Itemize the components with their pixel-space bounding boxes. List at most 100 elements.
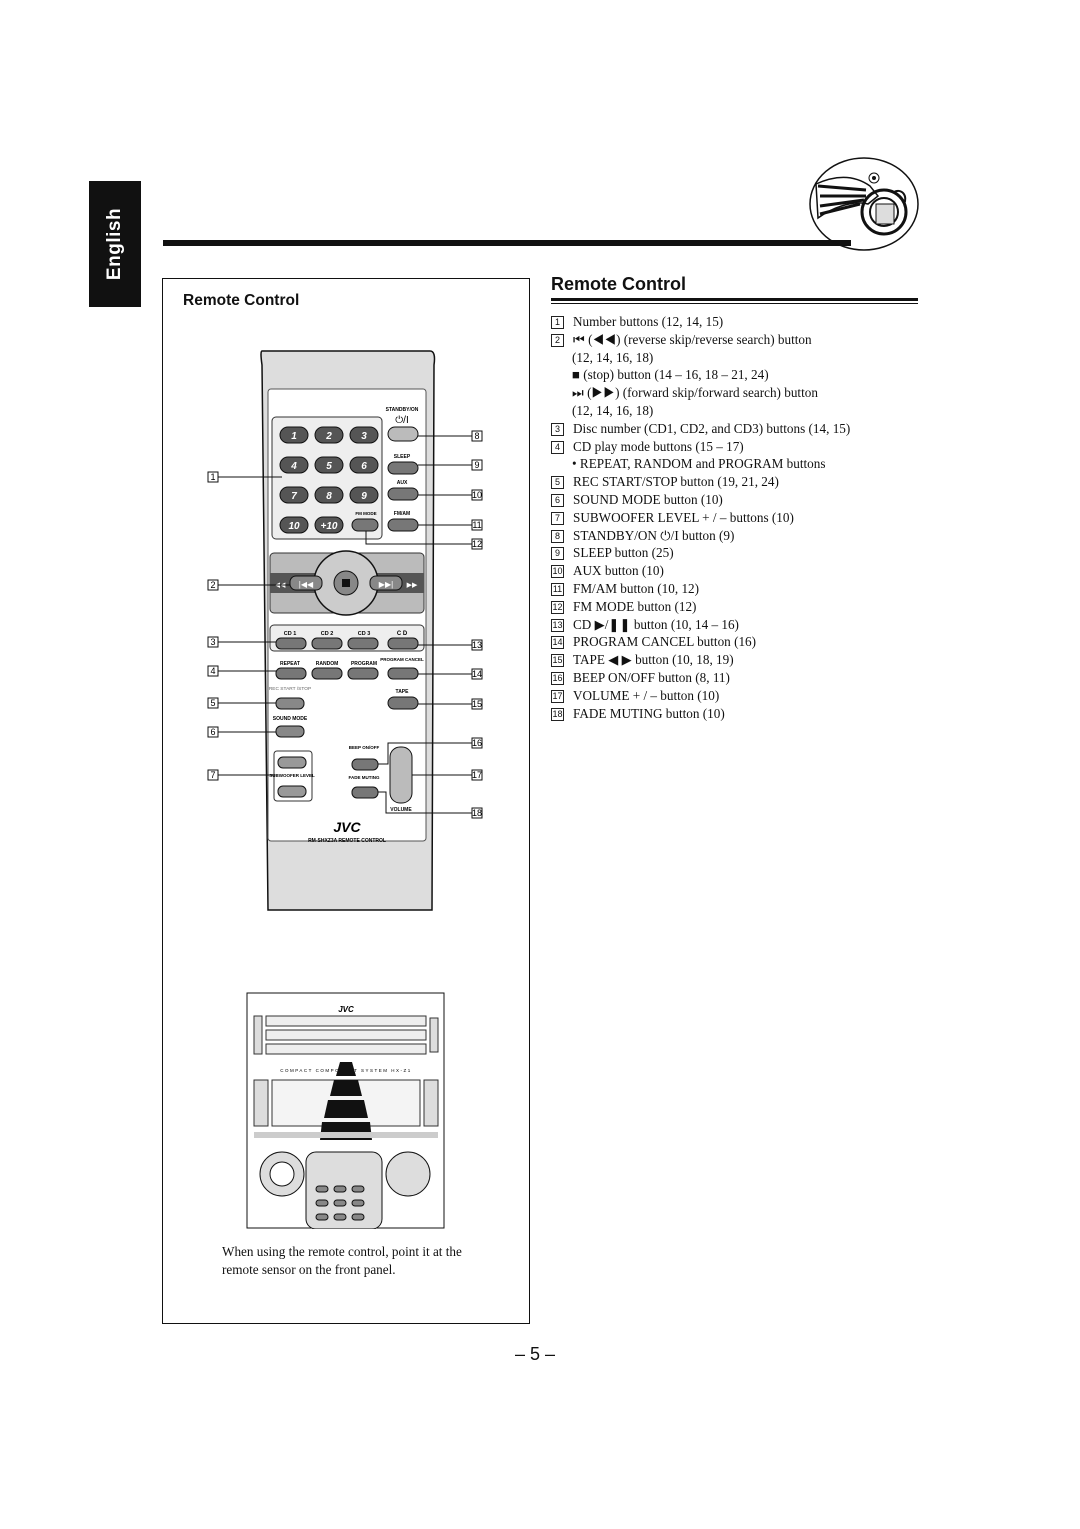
page-number: – 5 – <box>515 1344 556 1364</box>
item-text: CD play mode buttons (15 – 17) <box>573 438 744 454</box>
sound-mode-button[interactable] <box>275 725 305 738</box>
random-label: RANDOM <box>316 661 339 667</box>
item-text: • REPEAT, RANDOM and PROGRAM buttons <box>572 456 826 472</box>
item-text: Number buttons (12, 14, 15) <box>573 314 724 329</box>
standby-button[interactable] <box>387 426 419 442</box>
number-keys[interactable] <box>279 426 379 534</box>
callout-13: 13 <box>472 640 482 650</box>
tape-label: TAPE <box>396 689 410 695</box>
item-number: 1 <box>551 316 564 329</box>
callout-3: 3 <box>210 637 215 647</box>
item-text: (12, 14, 16, 18) <box>572 402 654 418</box>
item-number: 4 <box>551 440 564 454</box>
item-number: 9 <box>551 547 564 561</box>
beep-button[interactable] <box>351 758 379 771</box>
rec-button[interactable] <box>275 697 305 710</box>
fade-muting-button[interactable] <box>351 786 379 799</box>
cd-play-button[interactable] <box>387 637 419 650</box>
random-button[interactable] <box>311 667 343 680</box>
callout-2: 2 <box>210 580 215 590</box>
fm-am-button[interactable] <box>387 518 419 532</box>
callout-16: 16 <box>472 738 482 748</box>
item-text: REC START/STOP button (19, 21, 24) <box>573 474 779 490</box>
item-text: PROGRAM CANCEL button (16) <box>573 634 757 650</box>
callout-1: 1 <box>210 472 215 482</box>
svg-text:9: 9 <box>361 491 367 502</box>
item-number: 15 <box>551 654 564 668</box>
item-text: CD ▶/❚❚ button (10, 14 – 16) <box>573 616 739 632</box>
fm-mode-button[interactable] <box>351 518 379 532</box>
cd3-label: CD 3 <box>358 631 371 637</box>
svg-text:8: 8 <box>326 491 332 502</box>
program-cancel-button[interactable] <box>387 667 419 680</box>
program-button[interactable] <box>347 667 379 680</box>
list-item: 4 CD play mode buttons (15 – 17) <box>551 438 931 456</box>
cd-label: C D <box>397 631 408 637</box>
item-number: 16 <box>551 671 564 685</box>
repeat-button[interactable] <box>275 667 307 680</box>
tape-button[interactable] <box>387 696 419 710</box>
stereo-system-illustration: JVC COMPACT COMPONENT SYSTEM HX-Z1 <box>246 992 445 1229</box>
item-number: 14 <box>551 636 564 650</box>
item-text: Disc number (CD1, CD2, and CD3) buttons … <box>573 420 851 436</box>
callout-14: 14 <box>472 669 482 679</box>
cd1-label: CD 1 <box>284 631 297 637</box>
aux-button[interactable] <box>387 487 419 501</box>
svg-text:3: 3 <box>361 431 367 442</box>
rec-label: REC START /STOP <box>269 686 311 692</box>
svg-text:7: 7 <box>291 491 297 502</box>
volume-rocker[interactable] <box>389 746 413 804</box>
remote-model: RM-SHXZ3A REMOTE CONTROL <box>308 838 386 844</box>
subwoofer-plus-button[interactable] <box>277 756 307 769</box>
item-text: ■ (stop) button (14 – 16, 18 – 21, 24) <box>572 367 769 383</box>
item-number: 13 <box>551 618 564 632</box>
section-rule-thin <box>551 303 918 304</box>
item-text: STANDBY/ON ⏻/I button (9) <box>573 527 735 543</box>
item-number: 7 <box>551 511 564 525</box>
figure-panel <box>162 278 530 1324</box>
svg-text:4: 4 <box>290 461 297 472</box>
callout-9: 9 <box>474 460 479 470</box>
remote-brand: JVC <box>333 819 361 835</box>
cd1-button[interactable] <box>275 637 307 650</box>
svg-text:▶▶: ▶▶ <box>407 582 418 589</box>
svg-text:⏻/I: ⏻/I <box>395 415 408 426</box>
callout-6: 6 <box>210 727 215 737</box>
item-number: 17 <box>551 689 564 703</box>
sleep-button[interactable] <box>387 461 419 475</box>
item-text: VOLUME + / – button (10) <box>573 687 720 703</box>
callout-15: 15 <box>472 699 482 709</box>
callout-5: 5 <box>210 698 215 708</box>
cd2-button[interactable] <box>311 637 343 650</box>
item-text: SOUND MODE button (10) <box>573 491 723 507</box>
item-text: ⏭ (▶▶) (forward skip/forward search) but… <box>572 385 818 401</box>
svg-text:5: 5 <box>326 461 332 472</box>
item-text: FM/AM button (10, 12) <box>573 580 700 596</box>
list-item: 13 CD ▶/❚❚ button (10, 14 – 16) <box>551 616 931 634</box>
subwoofer-minus-button[interactable] <box>277 785 307 798</box>
item-number: 12 <box>551 600 564 614</box>
callout-10: 10 <box>472 490 482 500</box>
section-rule <box>551 298 918 301</box>
figure-caption: When using the remote control, point it … <box>222 1244 462 1277</box>
callout-7: 7 <box>210 770 215 780</box>
item-text: FADE MUTING button (10) <box>573 705 725 721</box>
beep-label: BEEP ON/OFF <box>349 745 380 750</box>
callout-18: 18 <box>472 808 482 818</box>
fm-am-label: FM/AM <box>394 511 410 517</box>
list-item: 14 PROGRAM CANCEL button (16) <box>551 633 931 651</box>
item-number: 2 <box>551 333 564 347</box>
cd3-button[interactable] <box>347 637 379 650</box>
list-item: 17 VOLUME + / – button (10) <box>551 687 931 705</box>
repeat-label: REPEAT <box>280 661 300 667</box>
